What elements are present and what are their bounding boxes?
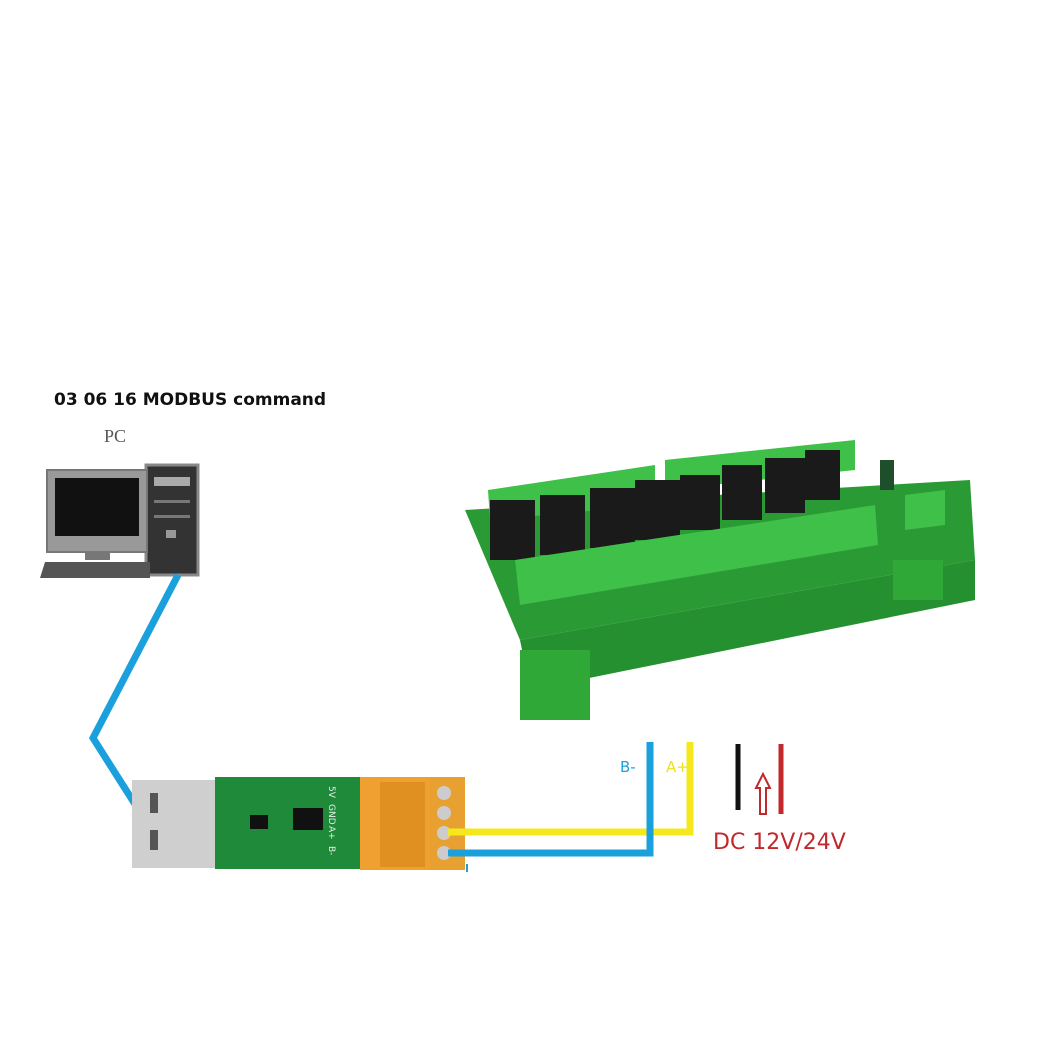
a-plus-wire: [448, 742, 694, 836]
usb-rs485-adapter: [132, 777, 465, 870]
relay-board: [465, 440, 975, 720]
pin-label-a-plus: A+: [326, 826, 336, 840]
b-minus-label: B-: [620, 758, 636, 776]
pin-label-5v: 5V: [326, 786, 336, 798]
pin-label-b-minus: B-: [326, 846, 336, 856]
a-plus-label: A+: [666, 758, 689, 776]
usb-cable: [88, 573, 182, 822]
b-minus-wire: [448, 742, 654, 857]
pc-label: PC: [104, 426, 127, 446]
power-label: DC 12V/24V: [713, 830, 846, 855]
diagram-title: 03 06 16 MODBUS command: [54, 390, 327, 410]
arrow-up-icon: [754, 771, 772, 815]
pin-label-gnd: GND: [326, 804, 336, 825]
pc-icon: [40, 463, 200, 578]
